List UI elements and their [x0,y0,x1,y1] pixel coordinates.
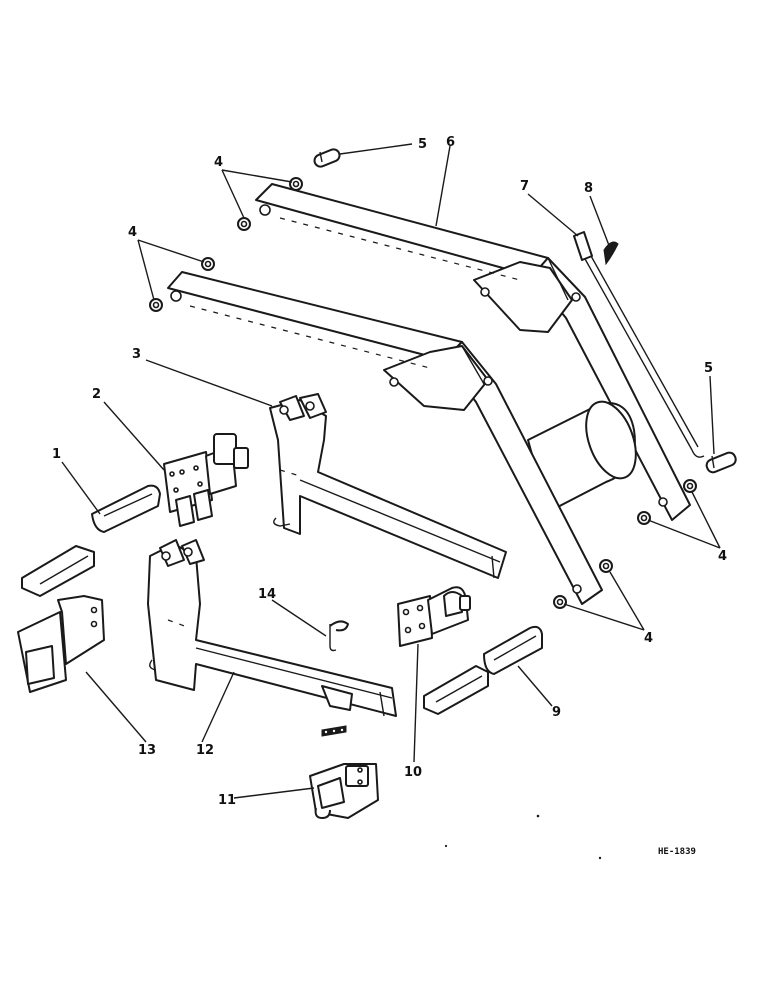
boom-arm-rear [255,183,691,521]
callout-7: 7 [520,179,529,194]
callouts: 1 2 3 4 4 4 4 5 5 6 7 8 9 10 11 12 13 14 [52,135,727,808]
pin-upper [313,148,341,168]
mounting-bracket-left [147,539,397,717]
latch-block [309,763,379,819]
control-rod [573,231,705,458]
channel-cover [423,625,543,715]
callout-5-top: 5 [418,137,427,152]
mounting-bracket-right [269,393,507,579]
callout-10: 10 [404,765,422,780]
callout-3: 3 [132,347,141,362]
callout-5-right: 5 [704,361,713,376]
callout-11: 11 [218,793,236,808]
callout-1: 1 [52,447,61,462]
leader-lines [61,143,721,799]
bracket-plate [397,586,471,647]
cross-tube [527,400,637,513]
callout-14: 14 [258,587,276,602]
callout-6: 6 [446,135,455,150]
bushing-set [149,177,697,609]
hook-pin [329,620,349,652]
callout-4-top: 4 [214,155,223,170]
pin-right [705,451,737,474]
cylinder-mount [163,433,249,527]
callout-4-bottom: 4 [644,631,653,646]
callout-4-right: 4 [718,549,727,564]
callout-2: 2 [92,387,101,402]
scan-specks [444,814,602,860]
callout-4-left: 4 [128,225,137,240]
bolt-set [321,725,347,737]
drawing-code: HE-1839 [658,847,696,857]
callout-12: 12 [196,743,214,758]
callout-9: 9 [552,705,561,720]
boom-arm-front [167,271,603,605]
cover-plate [91,484,161,533]
callout-8: 8 [584,181,593,196]
channel-bracket [17,545,105,693]
callout-13: 13 [138,743,156,758]
rod-clip [603,241,619,266]
